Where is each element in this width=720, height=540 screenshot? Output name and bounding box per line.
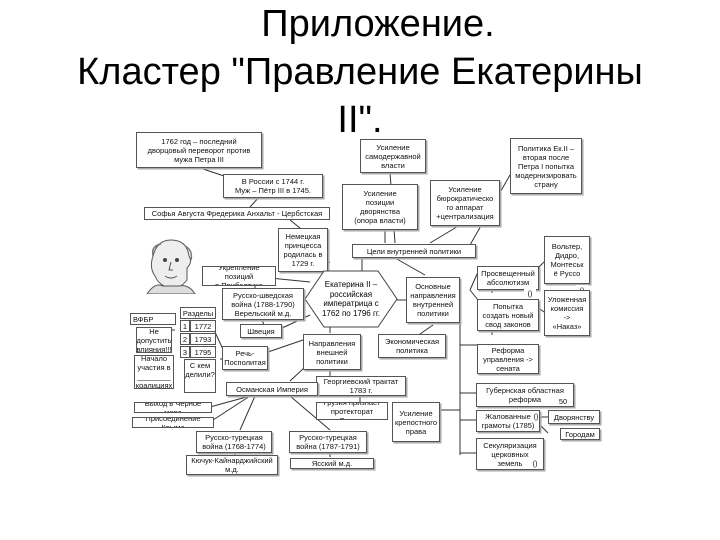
node-serfdom: Усиление крепостного права	[392, 402, 440, 442]
node-georgia: Грузия признает протекторат России	[316, 402, 388, 420]
node-senate: Реформа управления -> сената	[477, 344, 539, 374]
partition-year-1: 1772	[190, 320, 216, 332]
partition-year-3: 1795	[190, 346, 216, 358]
node-russia-1744: В России с 1744 г. Муж – Пётр III в 1745…	[223, 174, 323, 198]
node-gubernia: Губернская областная реформа	[476, 383, 574, 407]
node-charters: Жалованные грамоты (1785)	[476, 410, 540, 432]
title-line-3: II".	[337, 99, 383, 141]
paren-4: ()	[532, 458, 538, 468]
node-economic: Экономическая политика	[378, 334, 446, 358]
portrait-icon	[146, 239, 196, 295]
center-label: Екатерина II – российская императрица с …	[321, 280, 381, 318]
partition-index-2: 2	[180, 333, 190, 345]
node-voltaire: Вольтер, Дидро, Монтеськ ё Руссо	[544, 236, 590, 284]
node-commission: Уложенная комиссия -> «Наказ»	[544, 290, 590, 336]
paren-3: ()	[533, 411, 539, 421]
node-turkish-war-1: Русско-турецкая война (1768-1774)	[196, 431, 272, 453]
center-node: Екатерина II – российская императрица с …	[304, 270, 398, 328]
node-to-towns: Городам	[560, 428, 600, 440]
node-bureaucracy: Усиление бюрократическо го аппарат +цент…	[430, 180, 500, 226]
node-secular: Секуляризация церковных земель	[476, 438, 544, 470]
portrait-image	[143, 236, 199, 295]
node-inner-directions: Основные направления внутренней политики	[406, 277, 460, 323]
node-foreign-policy: Направления внешней политики	[303, 334, 361, 370]
node-coalitions: Начало участия в ________ коалициях	[134, 355, 174, 389]
hexagon-shape	[304, 270, 398, 328]
node-codify: Попытка создать новый свод законов	[477, 299, 539, 331]
node-sweden: Швеция	[240, 324, 282, 338]
node-swedish-war: Русско-шведская война (1788-1790) Верель…	[222, 288, 304, 320]
node-georgievsk: Георгиевский трактат 1783 г.	[316, 376, 406, 396]
node-german-princess: Немецкая принцесса родилась в 1729 г.	[278, 228, 328, 272]
node-gubernia-number: 50	[558, 396, 568, 406]
node-who-divided: С кем делили?	[184, 359, 216, 393]
paren-1: ()	[524, 288, 536, 298]
node-black-sea: Выход в Черное море	[134, 402, 212, 413]
node-kuchuk: Кючук-Кайнарджийский м.д.	[186, 455, 278, 475]
title-line-2: Кластер "Правление Екатерины	[77, 51, 643, 93]
node-baltic: Укрепление позиций в Прибалтике	[202, 266, 276, 286]
node-policy-peter: Политика Ек.II – вторая после Петра I по…	[510, 138, 582, 194]
node-goals: Цели внутренней политики	[352, 244, 476, 258]
node-ottoman: Османская Империя	[226, 382, 318, 396]
node-sofia: Софья Августа Фредерика Анхальт - Цербст…	[144, 207, 330, 220]
node-to-nobility: Дворянству	[548, 410, 600, 424]
node-crimea: Присоединение Крыма	[132, 417, 214, 428]
title-line-1: Приложение.	[261, 3, 495, 45]
node-coup-1762: 1762 год – последний дворцовый переворот…	[136, 132, 262, 168]
node-jassy: Ясский м.д.	[290, 458, 374, 469]
node-not-allow: Не допустить влияния!!!	[136, 327, 172, 353]
node-vfbr: ВФБР	[130, 313, 176, 325]
partition-index-1: 1	[180, 320, 190, 332]
node-nobility: Усиление позиции дворянства (опора власт…	[342, 184, 418, 230]
node-enlightened: Просвещенный абсолютизм	[477, 266, 539, 290]
node-partitions-label: Разделы	[180, 307, 216, 319]
partition-index-3: 3	[180, 346, 190, 358]
node-rzeczpospolita: Речь- Посполитая	[222, 346, 268, 370]
node-turkish-war-2: Русско-турецкая война (1787-1791)	[289, 431, 367, 453]
node-autocracy: Усиление самодержавной власти	[360, 139, 426, 173]
partition-year-2: 1793	[190, 333, 216, 345]
